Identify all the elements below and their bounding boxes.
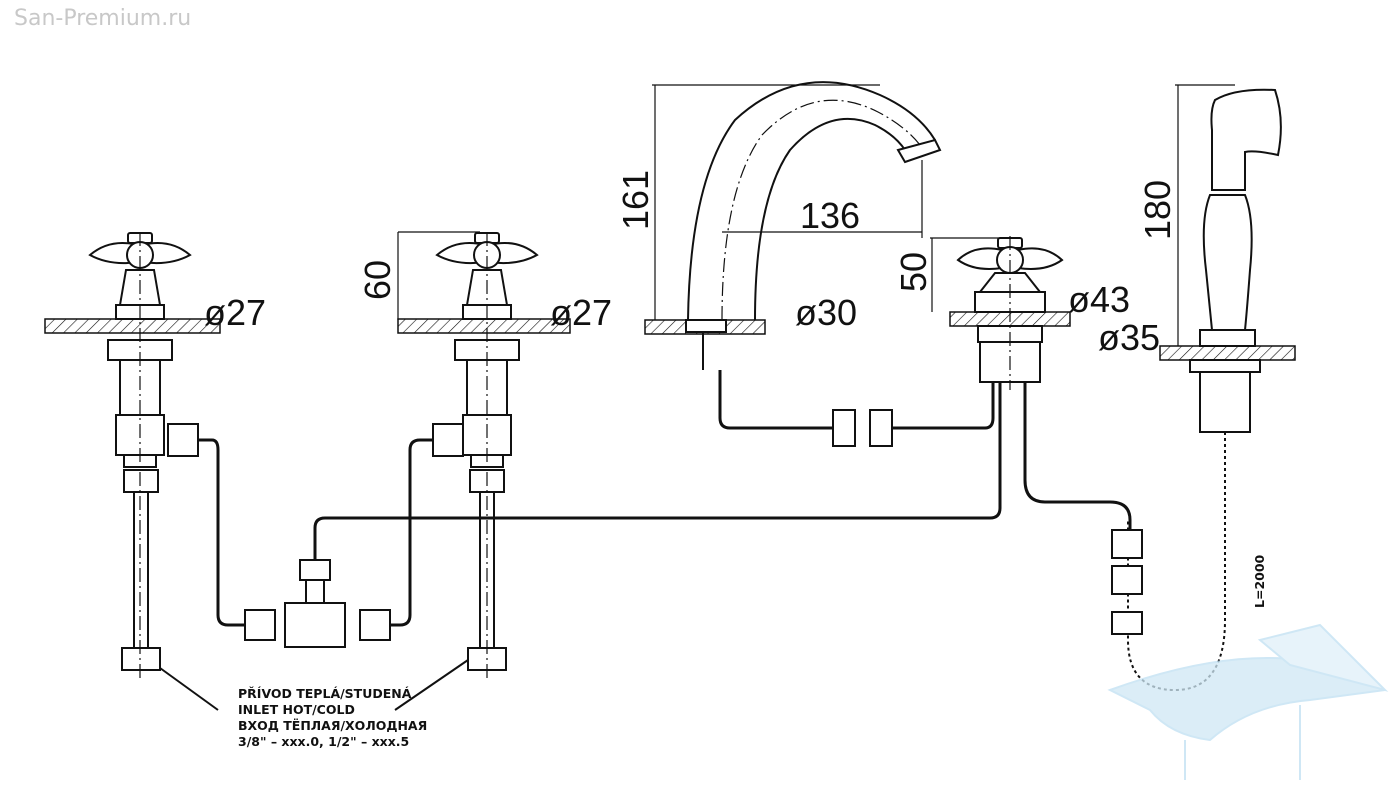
valve-height-label: 60 xyxy=(357,260,398,300)
inlet-note: PŘÍVOD TEPLÁ/STUDENÁ INLET HOT/COLD ВХОД… xyxy=(159,659,469,749)
note-line-2: INLET HOT/COLD xyxy=(238,702,355,717)
watermark-site-text: San-Premium.ru xyxy=(14,6,192,31)
shower-hose xyxy=(1127,432,1226,692)
pipe-spout-to-coupler xyxy=(718,370,840,430)
left-cross-handle-valve: ø27 xyxy=(44,232,266,680)
left-inlet-nut xyxy=(121,647,161,671)
tee-top-stem xyxy=(305,579,325,604)
shower-deck-nut xyxy=(1189,359,1261,373)
second-valve-diameter-label: ø27 xyxy=(550,292,612,333)
spout-inner-contour xyxy=(754,117,906,321)
spout-reach-label: 136 xyxy=(800,195,860,236)
hand-shower: 180 ø35 L=2000 xyxy=(1098,84,1296,692)
hose-nut-3 xyxy=(1111,611,1143,635)
spout-base-nut xyxy=(685,319,727,333)
diverter-height-label: 50 xyxy=(893,252,934,292)
spout-diameter-label: ø30 xyxy=(795,292,857,333)
left-connector xyxy=(123,469,159,493)
note-arrow-right xyxy=(394,659,469,711)
pipe-diverter-to-hose xyxy=(1023,382,1132,530)
pipe-tee-to-diverter xyxy=(313,382,1002,560)
right-cross-handle-valve: 60 ø27 xyxy=(357,231,612,680)
pipe-right-to-tee xyxy=(382,438,433,627)
diverter-valve: 50 ø43 xyxy=(893,236,1130,390)
spout-coupler-nut-left xyxy=(832,409,856,447)
tee-top-nut xyxy=(299,559,331,581)
hose-length-label: L=2000 xyxy=(1252,554,1267,608)
bathtub-logo-icon xyxy=(1107,623,1389,780)
note-line-1: PŘÍVOD TEPLÁ/STUDENÁ xyxy=(238,686,412,701)
note-line-3: ВХОД ТЁПЛАЯ/ХОЛОДНАЯ xyxy=(238,718,427,733)
note-arrow-left xyxy=(159,667,219,711)
shower-handle xyxy=(1202,194,1253,331)
spout-outer-contour xyxy=(687,81,936,321)
second-side-fitting xyxy=(432,423,464,457)
hose-nut-1 xyxy=(1111,529,1143,559)
pipe-left-to-tee xyxy=(198,438,250,627)
deck-hatch-shower xyxy=(1159,345,1296,361)
hand-shower-height-label: 180 xyxy=(1137,180,1178,240)
diverter-handle-arm-left xyxy=(956,247,1003,270)
tee-left-nut xyxy=(244,609,276,641)
deck-hatch-left xyxy=(44,318,221,334)
connecting-pipes xyxy=(198,370,1143,648)
shower-head xyxy=(1210,88,1282,191)
shower-shank xyxy=(1199,371,1251,433)
tee-body xyxy=(284,602,346,648)
spout-aerator xyxy=(896,138,942,164)
diverter-diameter-label: ø43 xyxy=(1068,279,1130,320)
left-valve-diameter-label: ø27 xyxy=(204,292,266,333)
left-supply-pipe xyxy=(133,491,149,649)
pipe-coupler-to-diverter xyxy=(892,382,995,430)
spout-coupler-nut-right xyxy=(869,409,893,447)
deck-hatch-second xyxy=(397,318,571,334)
shower-holder xyxy=(1199,329,1256,347)
spout: 161 136 ø30 xyxy=(615,81,942,370)
spout-height-label: 161 xyxy=(615,170,656,230)
hose-nut-2 xyxy=(1111,565,1143,595)
shower-base-diameter-label: ø35 xyxy=(1098,317,1160,358)
diverter-handle-arm-right xyxy=(1017,247,1064,270)
tee-right-nut xyxy=(359,609,391,641)
left-side-fitting xyxy=(167,423,199,457)
note-line-4: 3/8" – xxx.0, 1/2" – xxx.5 xyxy=(238,734,409,749)
